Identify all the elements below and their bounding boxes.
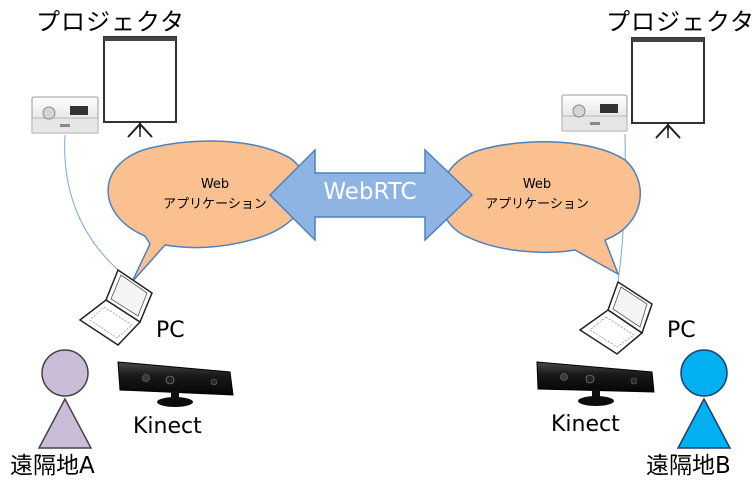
site-a-pc-label: PC xyxy=(156,318,185,343)
site-a-projector-icon xyxy=(31,96,99,134)
site-b-projector-label: プロジェクタ xyxy=(606,8,754,36)
site-b-projector-icon xyxy=(561,94,628,132)
site-a-projector-label: プロジェクタ xyxy=(36,8,186,36)
site-b-laptop-icon xyxy=(578,280,653,355)
site-b-person-icon xyxy=(676,349,732,449)
site-b-screen-icon xyxy=(631,37,705,139)
site-a-location-label: 遠隔地A xyxy=(10,453,95,479)
site-b-location-label: 遠隔地B xyxy=(646,453,731,479)
site-b-group xyxy=(439,37,732,449)
site-a-web-app-line2: アプリケーション xyxy=(163,197,267,212)
site-a-web-app-line1: Web xyxy=(200,177,230,192)
site-a-person-icon xyxy=(37,349,93,449)
webrtc-label: WebRTC xyxy=(323,179,417,205)
site-a-web-app-bubble xyxy=(107,140,308,283)
site-a-group xyxy=(31,36,308,449)
site-b-web-app-text: Web アプリケーション xyxy=(462,175,612,215)
site-a-laptop-icon xyxy=(78,268,153,346)
site-a-web-app-text: Web アプリケーション xyxy=(140,175,290,215)
site-b-web-app-line2: アプリケーション xyxy=(485,197,589,212)
site-b-kinect-sensor-icon xyxy=(536,361,655,406)
site-a-kinect-label: Kinect xyxy=(133,414,202,439)
site-b-pc-label: PC xyxy=(667,318,696,343)
site-a-kinect-sensor-icon xyxy=(117,361,234,407)
webrtc-double-arrow xyxy=(268,148,474,242)
site-a-screen-icon xyxy=(103,36,177,138)
site-a-cable xyxy=(64,134,119,271)
site-b-web-app-line1: Web xyxy=(522,177,552,192)
site-b-kinect-label: Kinect xyxy=(551,412,620,437)
